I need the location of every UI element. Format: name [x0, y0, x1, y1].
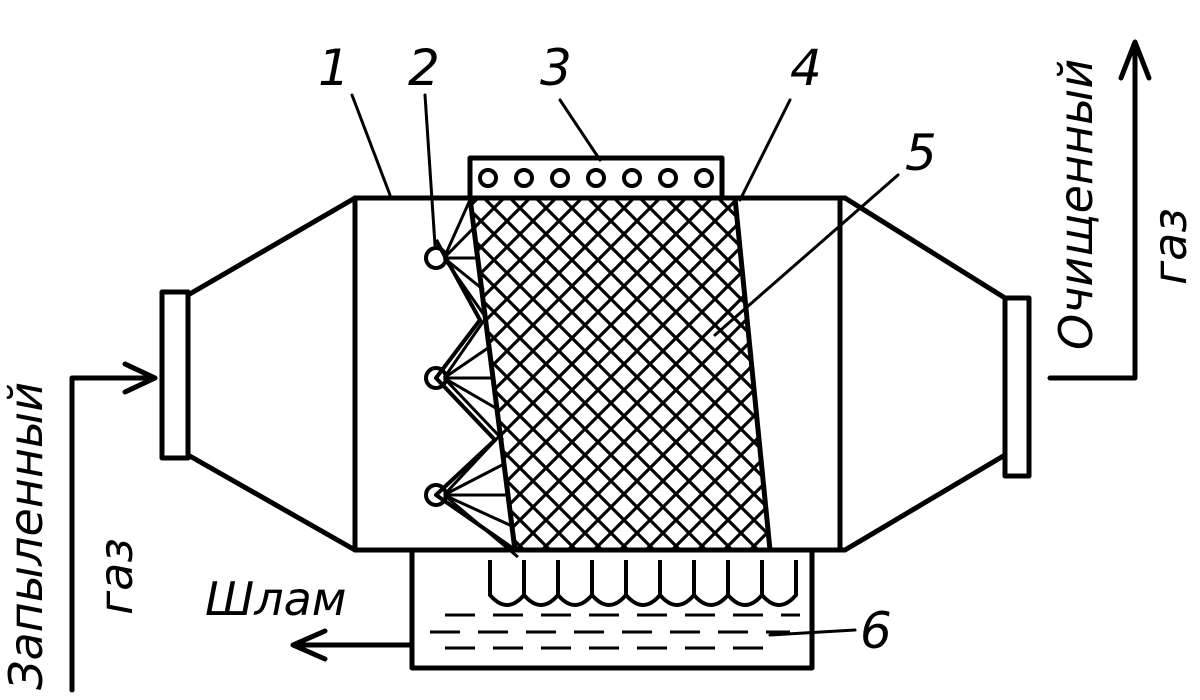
liquid-lines	[430, 613, 800, 650]
outlet-label-line2: газ	[1143, 208, 1197, 285]
label-1: 1	[318, 39, 350, 97]
label-4: 4	[790, 39, 822, 97]
spray-line	[442, 376, 505, 442]
inlet-label-line1: Запыленный	[0, 382, 53, 690]
outlet-label-line1: Очищенный	[1049, 59, 1103, 350]
drip-path	[488, 560, 798, 607]
spray-nozzles	[424, 195, 519, 559]
spray-line	[443, 376, 500, 412]
label-2: 2	[408, 39, 440, 97]
manifold-hole	[514, 168, 534, 188]
inlet-label-line2: газ	[89, 538, 143, 615]
spray-line	[443, 461, 507, 497]
manifold-hole	[694, 168, 714, 188]
manifold-hole	[658, 168, 678, 188]
spray-line	[442, 224, 477, 260]
sludge-label: Шлам	[205, 572, 346, 626]
spray-boundary	[434, 239, 517, 552]
spray-line	[443, 344, 492, 380]
manifold-hole	[478, 168, 498, 188]
spray-line	[442, 315, 489, 379]
label-3: 3	[540, 39, 572, 97]
inlet-cone	[159, 195, 358, 553]
sludge-arrow	[290, 628, 415, 662]
label-6: 6	[860, 602, 892, 660]
outlet-arrow	[1047, 39, 1152, 381]
filter-packing	[467, 195, 773, 553]
sludge-tank	[409, 547, 815, 671]
spray-manifold	[467, 155, 725, 201]
leader-lines	[350, 93, 900, 637]
manifold-hole	[622, 168, 642, 188]
outlet-cone	[842, 195, 1032, 553]
inlet-arrow	[69, 361, 158, 693]
manifold-hole	[550, 168, 570, 188]
label-5: 5	[905, 124, 937, 182]
manifold-hole	[586, 168, 606, 188]
spray-line	[442, 195, 474, 259]
manifold-holes	[478, 168, 714, 188]
drip-loops	[488, 560, 798, 607]
spray-line	[443, 493, 515, 529]
